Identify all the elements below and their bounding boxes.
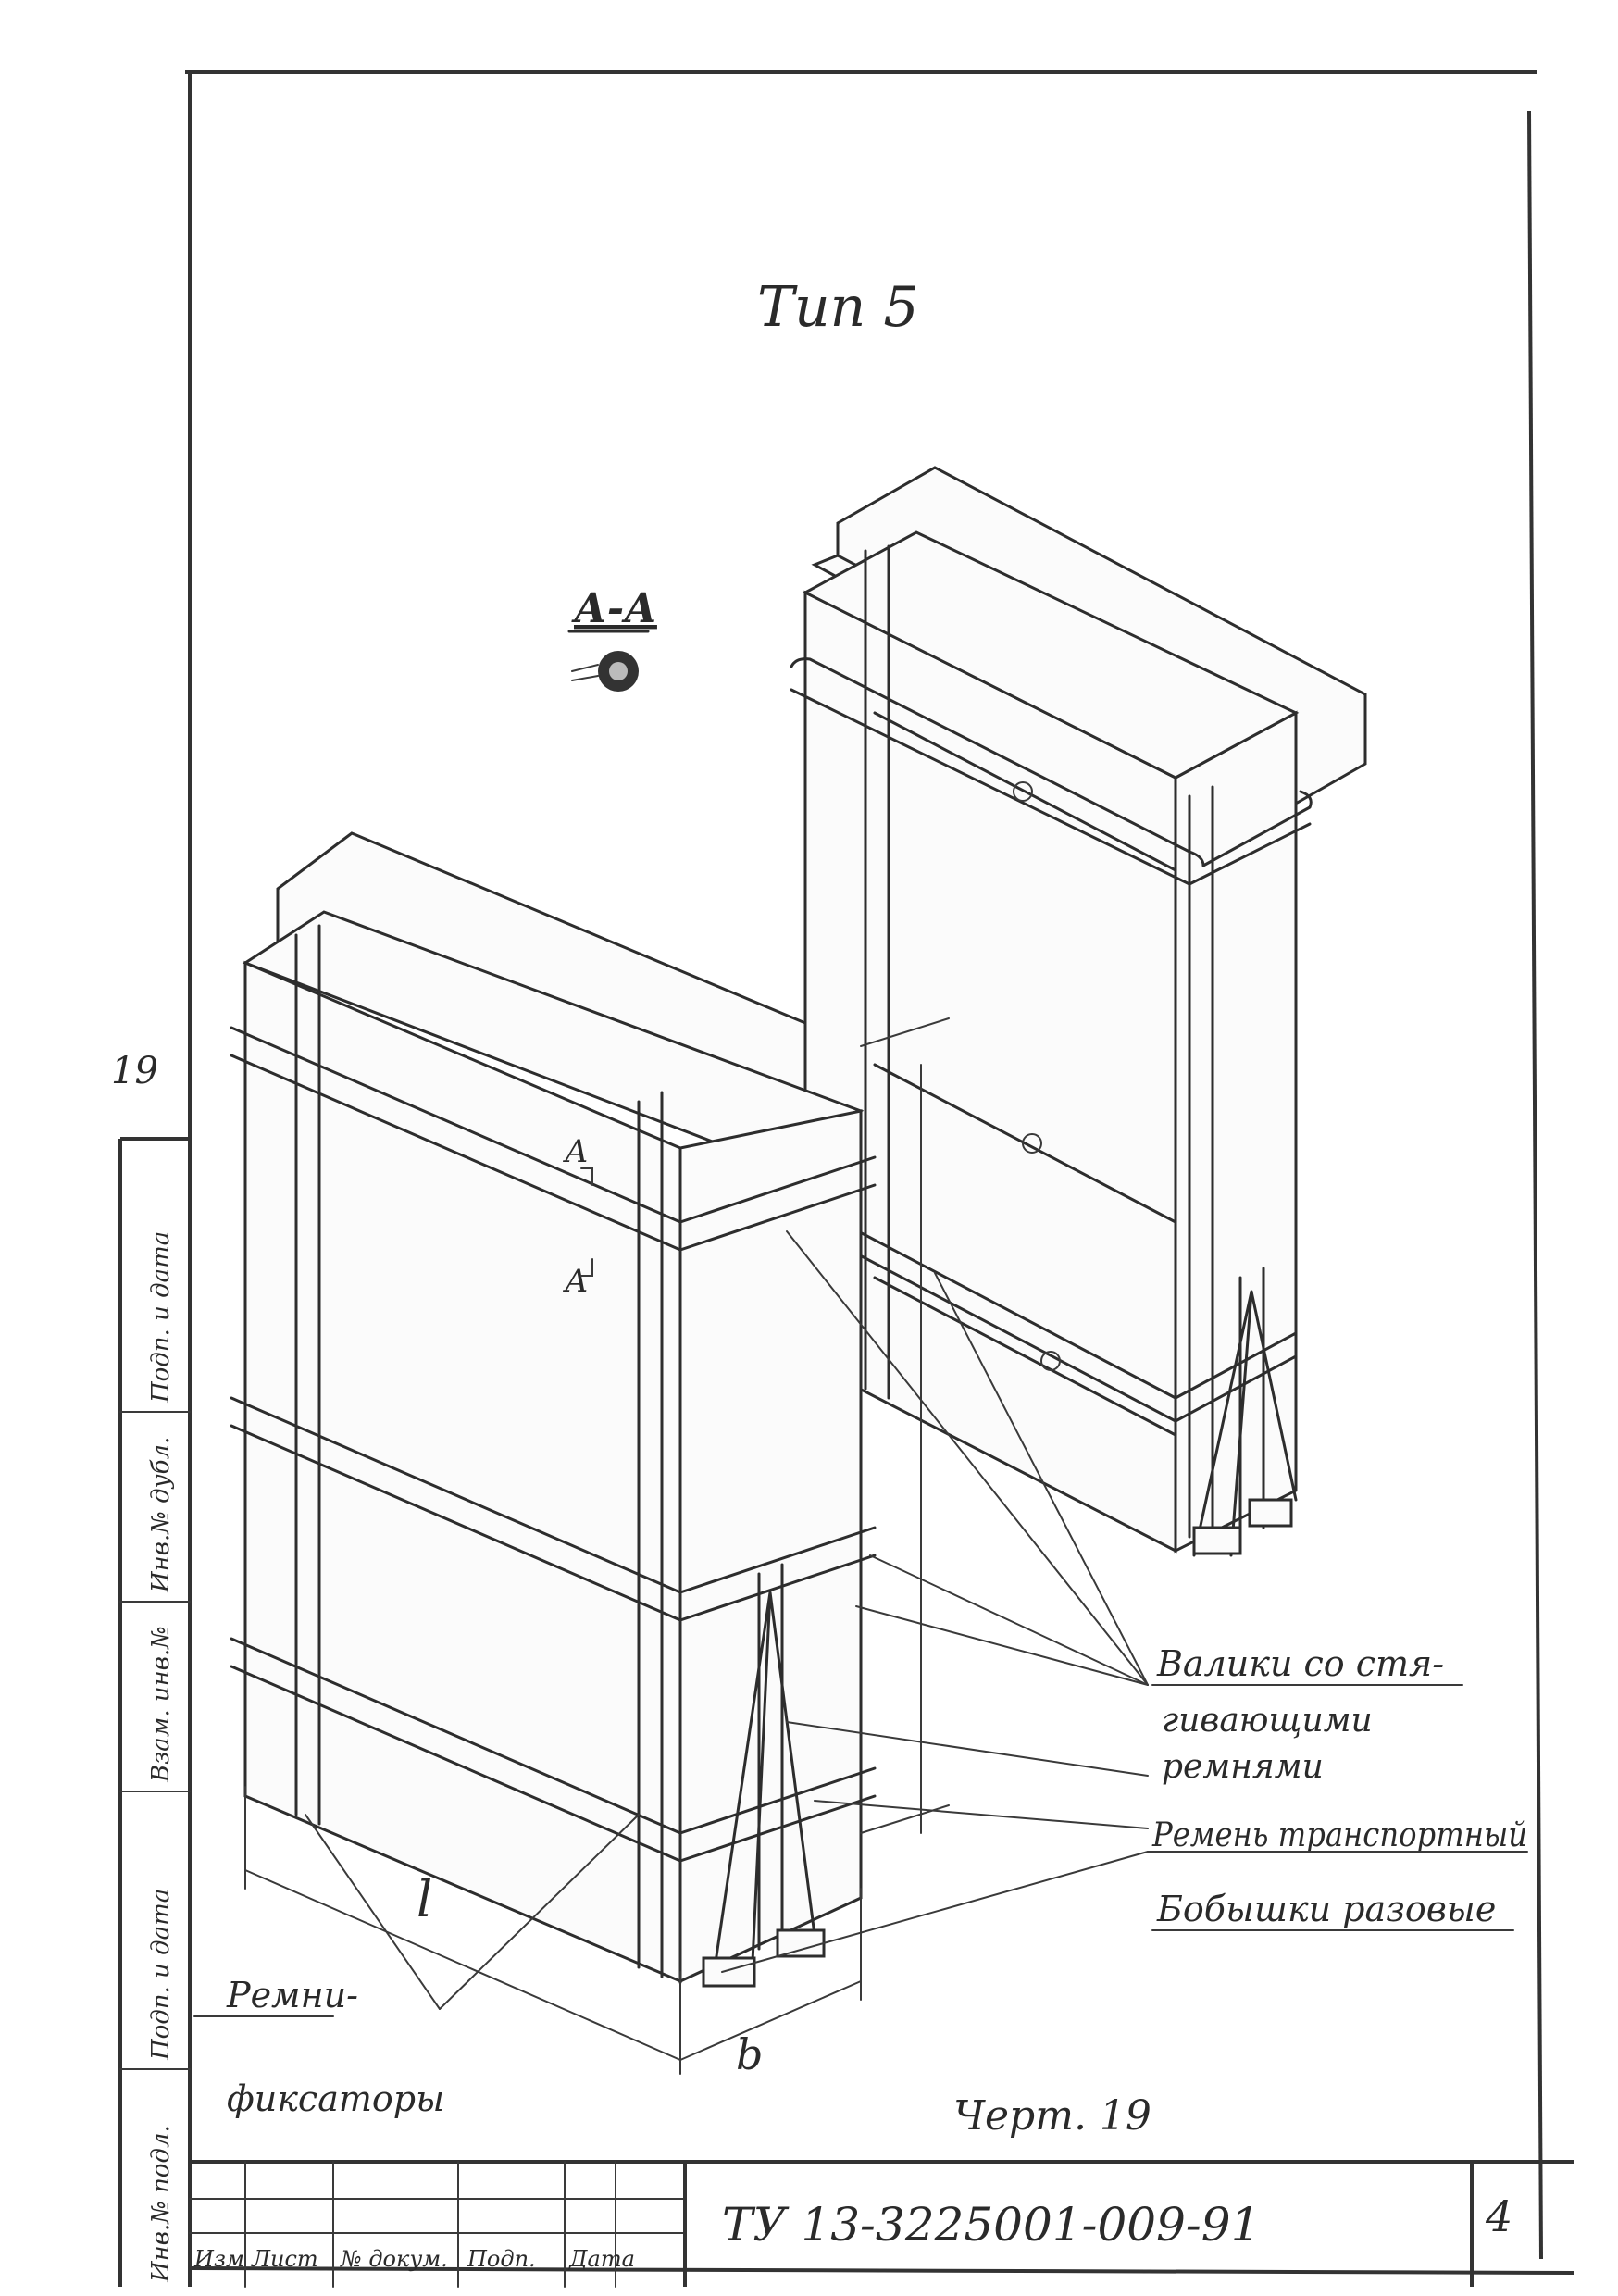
back-crate: [790, 466, 1367, 1557]
front-crate: А А: [230, 831, 877, 1988]
section-reference: А-А: [567, 585, 657, 692]
sheet-number: 4: [1485, 2191, 1512, 2241]
stamp-replacement-inv: Взам. инв.№: [147, 1626, 175, 1783]
stamp-sign-date-1: Подп. и дата: [147, 1889, 175, 2061]
document-code: ТУ 13-3225001-009-91: [722, 2198, 1260, 2252]
dimension-lines: l b: [244, 1017, 950, 2079]
title-col-document: № докум.: [340, 2246, 448, 2272]
sheet-frame: [185, 70, 1574, 2287]
title-col-sheet: Лист: [251, 2246, 318, 2272]
callout-labels: Валики со стя- гивающими ремнями Ремень …: [193, 1643, 1528, 2119]
rollers-label-line1: Валики со стя-: [1156, 1643, 1444, 1684]
bosses-label: Бобышки разовые: [1156, 1889, 1496, 1929]
section-mark-bottom: А: [563, 1263, 589, 1300]
title-block: Изм Лист № докум. Подп. Дата ТУ 13-32250…: [189, 2160, 1574, 2288]
title-col-signature: Подп.: [467, 2246, 536, 2272]
side-stamp: Инв.№ подл. Подп. и дата Взам. инв.№ Инв…: [118, 1137, 191, 2287]
leader-lines: [305, 1230, 1149, 2010]
rollers-label-line2: гивающими: [1162, 1702, 1373, 1740]
rollers-label-line3: ремнями: [1162, 1748, 1324, 1786]
transport-strap-label: Ремень транспортный: [1151, 1816, 1527, 1854]
stamp-inv-original: Инв.№ подл.: [147, 2125, 175, 2283]
title-col-change: Изм: [193, 2246, 244, 2272]
page-mark: 19: [111, 1050, 158, 1092]
dimension-length: l: [417, 1870, 432, 1928]
dimension-width: b: [736, 2029, 763, 2079]
stamp-inv-duplicate: Инв.№ дубл.: [147, 1437, 175, 1593]
stamp-sign-date-2: Подп. и дата: [147, 1231, 175, 1404]
drawing-title: Тип 5: [757, 275, 919, 340]
section-label: А-А: [571, 585, 657, 632]
figure-caption: Черт. 19: [953, 2092, 1151, 2140]
fixing-straps-label-line1: Ремни-: [226, 1975, 358, 2015]
section-mark-top: А: [563, 1133, 589, 1170]
fixing-straps-label-line2: фиксаторы: [227, 2078, 444, 2119]
title-col-date: Дата: [568, 2246, 635, 2272]
